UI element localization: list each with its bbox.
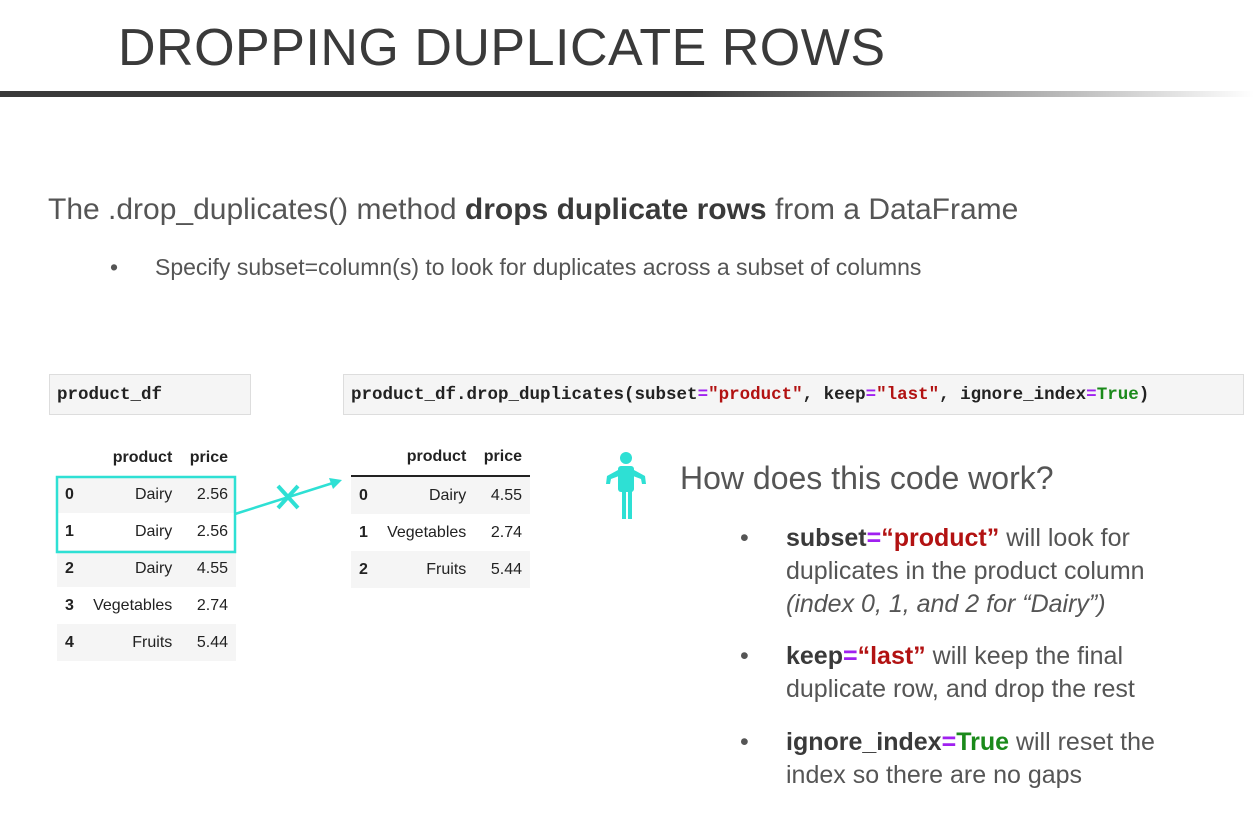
param-eq: = bbox=[842, 642, 858, 670]
param-key: ignore_index bbox=[786, 728, 942, 756]
code-cell-product-df: product_df bbox=[49, 374, 251, 415]
row-index: 1 bbox=[359, 523, 368, 541]
cell-price: 5.44 bbox=[474, 551, 530, 588]
intro-bold: drops duplicate rows bbox=[464, 193, 767, 226]
cell-product: Fruits bbox=[376, 551, 475, 588]
cell-price: 5.44 bbox=[180, 624, 236, 661]
cell-product: Vegetables bbox=[387, 523, 467, 541]
param-key: subset bbox=[786, 524, 867, 552]
how-title: How does this code work? bbox=[680, 460, 1054, 496]
param-desc: will keep the final duplicate row, and d… bbox=[786, 642, 1135, 703]
param-eq: = bbox=[941, 728, 957, 756]
sub-bullet-text: Specify subset=column(s) to look for dup… bbox=[155, 254, 922, 280]
param-desc: will look for duplicates in the product … bbox=[786, 524, 1145, 585]
bullet-dot: • bbox=[740, 728, 749, 756]
row-index: 0 bbox=[351, 476, 377, 514]
duplicate-highlight-box bbox=[55, 475, 237, 554]
cell-product: Dairy bbox=[376, 476, 475, 514]
code-eq: = bbox=[865, 385, 877, 405]
explanation-bullet-ignore-index: • ignore_index=True will reset the index … bbox=[740, 726, 1200, 792]
row-index: 4 bbox=[57, 624, 83, 661]
explanation-bullet-keep: • keep=“last” will keep the final duplica… bbox=[740, 640, 1200, 706]
slide-title: DROPPING DUPLICATE ROWS bbox=[118, 19, 886, 77]
cell-price: 2.74 bbox=[196, 596, 228, 614]
cell-product: Dairy bbox=[134, 522, 173, 540]
cell-price: 2.56 bbox=[196, 522, 228, 540]
code-eq: = bbox=[697, 385, 709, 405]
code-part: ) bbox=[1138, 385, 1150, 405]
table-row: 1 Dairy 2.56 bbox=[57, 513, 236, 550]
x-mark-icon bbox=[276, 484, 300, 510]
code-part: , ignore_index bbox=[939, 385, 1087, 405]
code-string: "last" bbox=[876, 385, 940, 405]
col-header: product bbox=[112, 449, 173, 466]
bullet-dot: • bbox=[110, 254, 119, 280]
cell-product: Fruits bbox=[82, 624, 181, 661]
col-header: price bbox=[483, 448, 522, 465]
code-cell-drop-duplicates: product_df.drop_duplicates(subset="produ… bbox=[343, 374, 1244, 415]
bullet-dot: • bbox=[740, 642, 749, 670]
cell-price: 2.74 bbox=[490, 523, 522, 541]
param-value: True bbox=[956, 728, 1009, 756]
cell-price: 4.55 bbox=[180, 550, 236, 587]
title-divider bbox=[0, 91, 1254, 97]
param-value: “last” bbox=[857, 642, 926, 670]
intro-post: from a DataFrame bbox=[766, 193, 1019, 226]
row-index: 3 bbox=[65, 596, 74, 614]
person-shrug-icon bbox=[606, 452, 646, 519]
cell-price: 2.56 bbox=[180, 476, 236, 513]
code-part: , keep bbox=[802, 385, 866, 405]
intro-pre: The .drop_duplicates() method bbox=[48, 193, 465, 226]
col-header: product bbox=[406, 448, 467, 465]
code-eq: = bbox=[1086, 385, 1097, 405]
table-row: 3 Vegetables 2.74 bbox=[57, 587, 236, 624]
code-part: product_df.drop_duplicates(subset bbox=[351, 385, 698, 405]
intro-text: The .drop_duplicates() method drops dupl… bbox=[48, 193, 1018, 227]
param-note: (index 0, 1, and 2 for “Dairy”) bbox=[786, 590, 1106, 618]
row-index: 2 bbox=[57, 550, 83, 587]
param-value: “product” bbox=[881, 524, 1000, 552]
cell-price: 4.55 bbox=[474, 476, 530, 514]
cell-product: Dairy bbox=[82, 476, 181, 513]
bullet-dot: • bbox=[740, 524, 749, 552]
arrow-head bbox=[329, 478, 342, 489]
sub-bullet: • Specify subset=column(s) to look for du… bbox=[110, 254, 921, 281]
cell-product: Vegetables bbox=[93, 596, 173, 614]
param-eq: = bbox=[866, 524, 882, 552]
row-index: 2 bbox=[351, 551, 377, 588]
explanation-bullet-subset: • subset=“product” will look for duplicat… bbox=[740, 522, 1200, 621]
code-true: True bbox=[1096, 385, 1139, 405]
code-string: "product" bbox=[708, 385, 803, 405]
param-desc: will reset the index so there are no gap… bbox=[786, 728, 1155, 789]
row-index: 1 bbox=[65, 522, 74, 540]
row-index: 0 bbox=[57, 476, 83, 513]
param-key: keep bbox=[786, 642, 843, 670]
col-header: price bbox=[189, 449, 228, 466]
cell-product: Dairy bbox=[82, 550, 181, 587]
table-row: 1 Vegetables 2.74 bbox=[351, 514, 530, 551]
